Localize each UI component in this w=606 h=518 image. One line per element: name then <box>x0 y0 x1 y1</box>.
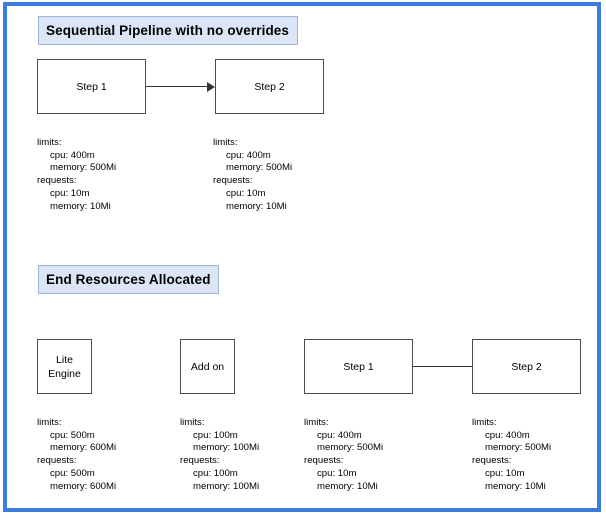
requests-label: requests: <box>472 455 512 467</box>
requests-label: requests: <box>37 455 77 467</box>
requests-cpu: cpu: 10m <box>317 467 357 479</box>
node-label: Step 1 <box>343 360 374 373</box>
node-label-line-2: Engine <box>48 367 81 380</box>
requests-label: requests: <box>37 175 77 187</box>
section-title-end-resources-allocated: End Resources Allocated <box>38 265 219 294</box>
node-add-on[interactable]: Add on <box>180 339 235 394</box>
resources-bottom-step-2: limits: cpu: 400m memory: 500Mi requests… <box>472 417 551 493</box>
limits-label: limits: <box>472 417 497 428</box>
requests-label: requests: <box>213 175 253 187</box>
arrow-top-step1-to-step2 <box>146 82 215 92</box>
requests-cpu: cpu: 10m <box>226 187 266 199</box>
requests-memory: memory: 600Mi <box>50 480 117 492</box>
arrow-head-icon <box>207 82 215 92</box>
requests-cpu: cpu: 500m <box>50 467 95 479</box>
requests-memory: memory: 10Mi <box>226 200 287 212</box>
node-label-line-1: Lite <box>56 353 73 366</box>
limits-cpu: cpu: 400m <box>50 149 95 161</box>
limits-cpu: cpu: 400m <box>485 429 530 441</box>
requests-label: requests: <box>304 455 344 467</box>
node-label: Step 1 <box>76 80 107 93</box>
resources-top-step-2: limits: cpu: 400m memory: 500Mi requests… <box>213 137 292 213</box>
limits-memory: memory: 500Mi <box>485 442 552 454</box>
requests-memory: memory: 10Mi <box>485 480 546 492</box>
limits-cpu: cpu: 100m <box>193 429 238 441</box>
limits-label: limits: <box>180 417 205 428</box>
node-top-step-1[interactable]: Step 1 <box>37 59 146 114</box>
section-title-sequential-pipeline: Sequential Pipeline with no overrides <box>38 16 298 45</box>
node-label: Add on <box>190 360 225 373</box>
node-top-step-2[interactable]: Step 2 <box>215 59 324 114</box>
resources-add-on: limits: cpu: 100m memory: 100Mi requests… <box>180 417 259 493</box>
node-bottom-step-1[interactable]: Step 1 <box>304 339 413 394</box>
requests-label: requests: <box>180 455 220 467</box>
node-label: Step 2 <box>254 80 285 93</box>
requests-cpu: cpu: 10m <box>50 187 90 199</box>
limits-memory: memory: 500Mi <box>226 162 293 174</box>
limits-memory: memory: 500Mi <box>50 162 117 174</box>
limits-memory: memory: 100Mi <box>193 442 260 454</box>
resources-lite-engine: limits: cpu: 500m memory: 600Mi requests… <box>37 417 116 493</box>
requests-cpu: cpu: 10m <box>485 467 525 479</box>
limits-cpu: cpu: 500m <box>50 429 95 441</box>
node-label: Step 2 <box>511 360 542 373</box>
limits-label: limits: <box>213 137 238 148</box>
node-lite-engine[interactable]: Lite Engine <box>37 339 92 394</box>
requests-memory: memory: 100Mi <box>193 480 260 492</box>
requests-cpu: cpu: 100m <box>193 467 238 479</box>
requests-memory: memory: 10Mi <box>50 200 111 212</box>
limits-label: limits: <box>304 417 329 428</box>
arrow-shaft <box>146 86 207 88</box>
node-bottom-step-2[interactable]: Step 2 <box>472 339 581 394</box>
limits-memory: memory: 600Mi <box>50 442 117 454</box>
limits-cpu: cpu: 400m <box>317 429 362 441</box>
limits-label: limits: <box>37 417 62 428</box>
limits-cpu: cpu: 400m <box>226 149 271 161</box>
limits-label: limits: <box>37 137 62 148</box>
diagram-frame: Sequential Pipeline with no overrides St… <box>3 2 601 512</box>
limits-memory: memory: 500Mi <box>317 442 384 454</box>
arrow-shaft <box>413 366 474 368</box>
requests-memory: memory: 10Mi <box>317 480 378 492</box>
resources-top-step-1: limits: cpu: 400m memory: 500Mi requests… <box>37 137 116 213</box>
resources-bottom-step-1: limits: cpu: 400m memory: 500Mi requests… <box>304 417 383 493</box>
